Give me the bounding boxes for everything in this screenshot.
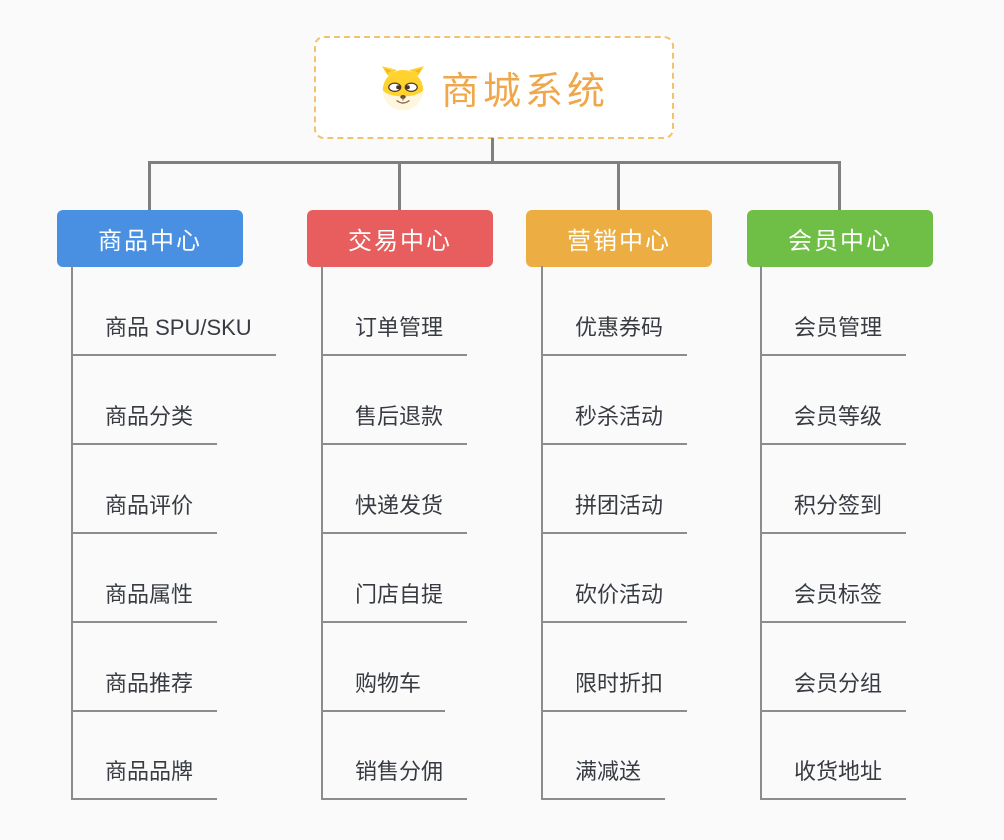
leaf-node-product-attribute[interactable]: 商品属性 (71, 577, 218, 623)
leaf-node-member-management[interactable]: 会员管理 (760, 310, 907, 356)
leaf-node-bargain-activity[interactable]: 砍价活动 (541, 577, 688, 623)
leaf-node-store-pickup[interactable]: 门店自提 (321, 577, 468, 623)
leaf-node-after-sale-refund[interactable]: 售后退款 (321, 399, 468, 445)
connector-root-stub (491, 138, 494, 164)
branch-node-trade-center[interactable]: 交易中心 (307, 210, 493, 267)
leaf-node-product-recommend[interactable]: 商品推荐 (71, 666, 218, 712)
branch-node-member-center[interactable]: 会员中心 (747, 210, 933, 267)
leaf-node-sales-commission[interactable]: 销售分佣 (321, 754, 468, 800)
leaf-node-limited-time-discount[interactable]: 限时折扣 (541, 666, 688, 712)
leaf-node-member-groups[interactable]: 会员分组 (760, 666, 907, 712)
branch-node-marketing-center[interactable]: 营销中心 (526, 210, 712, 267)
leaf-node-spend-and-save[interactable]: 满减送 (541, 754, 666, 800)
root-node-label: 商城系统 (440, 71, 609, 113)
leaf-node-shipping-address[interactable]: 收货地址 (760, 754, 907, 800)
leaf-node-member-level[interactable]: 会员等级 (760, 399, 907, 445)
leaf-node-product-category[interactable]: 商品分类 (71, 399, 218, 445)
leaf-node-shopping-cart[interactable]: 购物车 (321, 666, 446, 712)
branch-node-product-center[interactable]: 商品中心 (57, 210, 243, 267)
leaf-node-flash-sale[interactable]: 秒杀活动 (541, 399, 688, 445)
connector-stem-products (148, 163, 151, 211)
leaf-node-member-tags[interactable]: 会员标签 (760, 577, 907, 623)
leaf-node-product-spu-sku[interactable]: 商品 SPU/SKU (71, 310, 276, 356)
connector-stem-members (838, 163, 841, 211)
leaf-node-points-checkin[interactable]: 积分签到 (760, 488, 907, 534)
leaf-node-coupon-codes[interactable]: 优惠券码 (541, 310, 688, 356)
leaf-node-group-buying[interactable]: 拼团活动 (541, 488, 688, 534)
leaf-node-product-brand[interactable]: 商品品牌 (71, 754, 218, 800)
connector-stem-trade (398, 163, 401, 211)
dog-face-icon (381, 65, 424, 110)
connector-horizontal (148, 161, 841, 164)
leaf-node-order-management[interactable]: 订单管理 (321, 310, 468, 356)
connector-stem-marketing (617, 163, 620, 211)
leaf-node-product-review[interactable]: 商品评价 (71, 488, 218, 534)
root-node-mall-system[interactable]: 商城系统 (314, 36, 674, 139)
leaf-node-express-shipping[interactable]: 快递发货 (321, 488, 468, 534)
